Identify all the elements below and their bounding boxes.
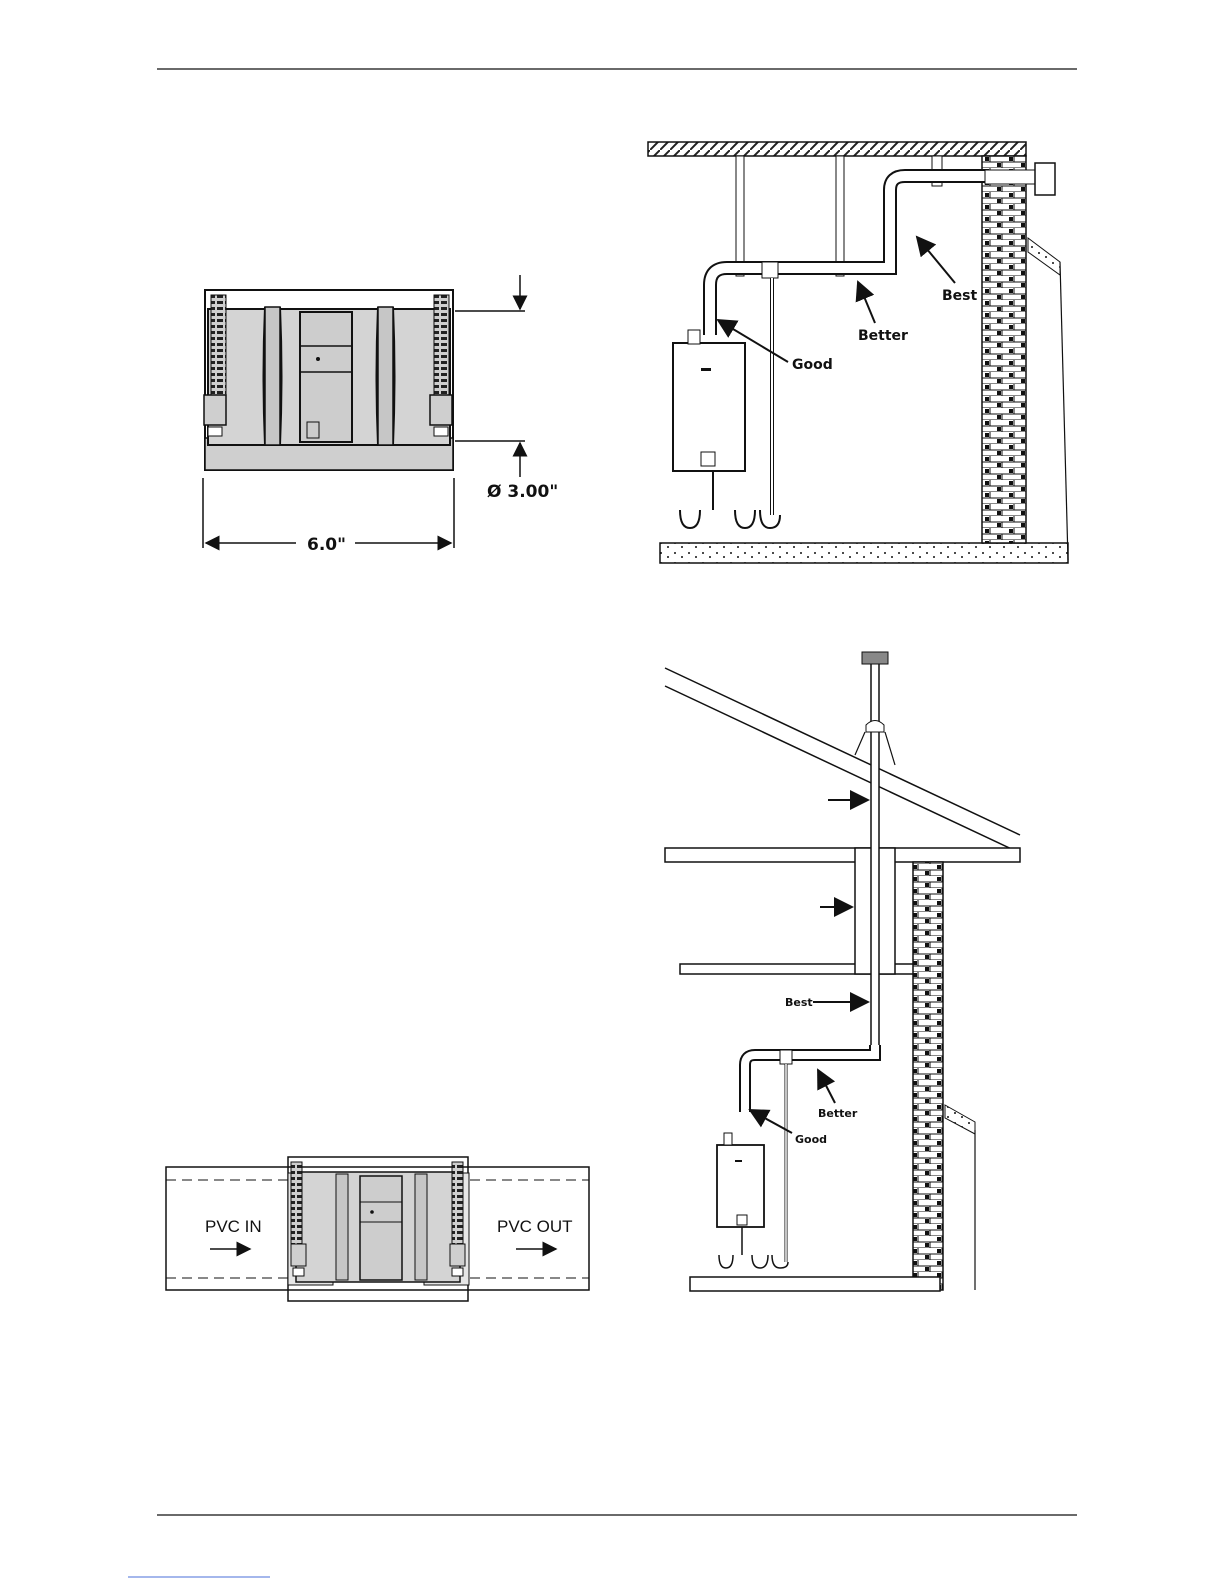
diameter-label: Ø 3.00" (487, 482, 558, 502)
pvc-out-label: PVC OUT (497, 1217, 573, 1236)
best-label-top: Best (942, 288, 977, 304)
vertical-exterior-wall (913, 862, 943, 1290)
roof-termination (862, 652, 888, 664)
condensate-tee (762, 262, 778, 278)
better-label-top: Better (858, 328, 908, 344)
ceiling-joist (680, 964, 940, 974)
better-label-bottom: Better (818, 1107, 858, 1120)
termination-cap (1035, 163, 1055, 195)
horizontal-install-figure: Good Better Best (648, 142, 1068, 563)
clamp-left (204, 395, 226, 425)
exterior-wall (982, 156, 1026, 543)
width-label: 6.0" (307, 535, 346, 555)
vent-right (434, 295, 449, 395)
floor (660, 543, 1068, 563)
vent-left (211, 295, 226, 395)
clamp-right (430, 395, 452, 425)
best-label-bottom: Best (785, 996, 813, 1009)
pvc-inline-figure: PVC IN PVC OUT (166, 1157, 589, 1301)
pvc-in-label: PVC IN (205, 1217, 262, 1236)
vertical-floor (690, 1277, 940, 1291)
neutralizer-dimension-figure: Ø 3.00" 6.0" (203, 275, 558, 555)
ceiling (648, 142, 1026, 156)
good-label-top: Good (792, 357, 833, 373)
attic-floor (665, 848, 1020, 862)
vertical-install-figure: Best Better Good (665, 652, 1020, 1291)
good-label-bottom: Good (795, 1133, 827, 1146)
